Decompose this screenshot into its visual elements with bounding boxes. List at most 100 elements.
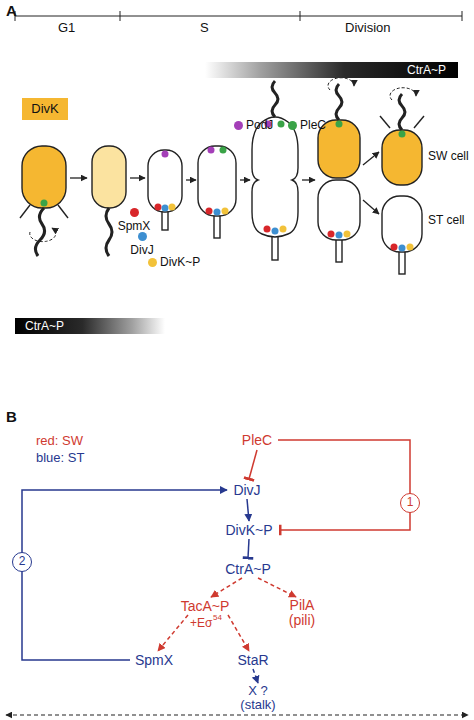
node-text: TacA~P [176,598,234,614]
legend-text: SpmX [104,219,164,233]
podj-dot [162,151,169,158]
spmx-dot [206,208,213,215]
activation-connector [211,578,242,597]
divk-dot [169,204,176,211]
activation-connector [158,615,188,651]
divk-dot [280,226,287,233]
node-text: DivJ [229,482,265,498]
spmx-dot [264,226,271,233]
node-text: X ? (stalk) [236,684,280,712]
divj-dot [272,228,279,235]
flagellum [399,94,405,130]
stalk [214,215,220,238]
annotation-label: 54 [213,613,222,622]
divk-dot [407,244,414,251]
spmx-dot [391,244,398,251]
protein-node: SpmX [132,652,176,668]
timeline-tick [120,11,121,21]
stalk [399,250,405,274]
activation-connector [22,490,227,660]
callout-number: 1 [400,493,420,513]
protein-node: DivK~P [222,522,276,538]
protein-node: StaR [234,652,272,668]
annotation-label: +Eσ [190,617,212,631]
protein-node: PilA (pili) [280,598,324,628]
inhibition-connector [249,450,257,479]
legend-dot [234,121,243,130]
node-text: CtrA~P [220,561,276,577]
stalk [272,234,278,260]
annotation-label: Division [345,21,391,36]
activation-connector [247,499,249,521]
activation-connector [228,615,249,651]
activation-connector [258,578,296,597]
rotation-arrow [30,228,56,242]
flagellum [272,81,278,117]
stalk [336,238,342,262]
progression-arrow [363,152,379,165]
predivisional-cell [252,117,298,237]
legend-dot [138,232,147,241]
annotation-label: G1 [58,21,75,36]
panel-letter: A [6,2,17,19]
node-text: StaR [234,652,272,668]
divj-dot [399,245,406,252]
pilus [380,116,390,128]
stalked-cell [382,196,422,252]
plec-dot [41,200,48,207]
timeline-tick [462,11,463,21]
legend-text: DivK [22,98,68,120]
spmx-dot [155,204,162,211]
protein-node: PleC [238,432,276,448]
progression-arrow [70,177,87,178]
node-text: SpmX [132,652,176,668]
progression-arrow [186,179,196,180]
legend-text: PleC [300,118,326,132]
rotation-arrow [390,88,416,100]
flagellum [35,208,44,256]
progression-arrow [130,177,145,178]
cells [20,78,424,274]
protein-node: X ? (stalk) [236,684,280,712]
plec-dot [220,147,227,154]
annotation-label: ST cell [428,214,464,228]
plec-dot [399,131,406,138]
divj-dot [214,209,221,216]
protein-node: CtrA~P [220,561,276,577]
plec-dot [336,121,343,128]
activity-bar: CtrA~P [15,318,165,334]
inhibition-connector [278,440,410,530]
legend-text: DivJ [112,243,172,257]
progression-arrow [363,200,379,214]
node-text: DivK~P [222,522,276,538]
swarmer-cell [22,146,66,208]
swarmer-cell [382,130,422,185]
protein-node: TacA~P [176,598,234,614]
divk-dot [222,208,229,215]
cell [198,146,236,216]
cell [92,146,126,208]
timeline [15,11,462,21]
pilus [414,116,424,128]
cycle-double-arrow [6,714,468,715]
rotation-arrow [328,78,354,90]
progression-arrow [240,179,250,180]
annotation-label: blue: ST [36,451,84,466]
node-text: CtrA~P [205,62,446,78]
pilus [20,205,30,218]
legend-dot [130,208,139,217]
timeline-tick [300,11,301,21]
activation-connector [253,669,258,683]
plec-dot [278,121,285,128]
node-text: CtrA~P [25,318,165,334]
progression-arrows [70,152,379,214]
cell [148,150,182,212]
legend-text: PodJ [246,118,273,132]
podj-dot [208,147,215,154]
divj-dot [336,232,343,239]
annotation-label: S [200,21,209,36]
stalk [162,211,168,230]
